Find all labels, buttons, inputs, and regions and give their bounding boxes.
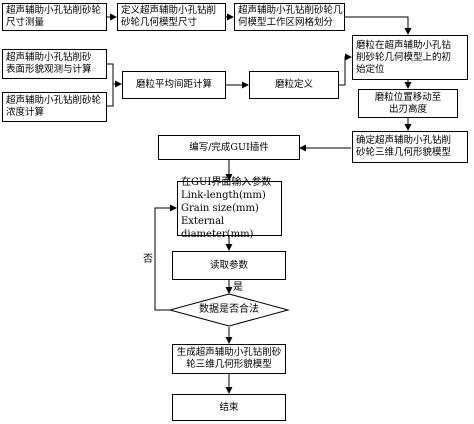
box-average-spacing-text: 磨粒平均间距计算	[135, 79, 212, 90]
connector-n5-merge	[107, 63, 114, 102]
box-gui-plugin-text: 编写/完成GUI插件	[189, 141, 269, 153]
box-gui-plugin: 编写/完成GUI插件	[158, 135, 300, 160]
box-mesh-division: 超声辅助小孔钻削砂轮几 何模型工作区网格划分	[234, 3, 345, 31]
box-input-parameters-text: 在GUI界面输入参数 Link-length(mm) Grain size(mm…	[181, 177, 272, 240]
box-generate-model-text: 生成超声辅助小孔钻削砂 轮三维几何形貌模型	[176, 347, 282, 370]
box-mesh-division-text: 超声辅助小孔钻削砂轮几 何模型工作区网格划分	[238, 5, 343, 28]
box-end: 结束	[172, 394, 286, 421]
box-concentration-calc: 超声辅助小孔钻削砂轮 浓度计算	[2, 92, 107, 122]
box-move-to-protrusion-text: 磨粒位置移动至 出刃高度	[374, 91, 442, 115]
arrow-n7-n4	[339, 53, 352, 86]
box-generate-model: 生成超声辅助小孔钻削砂 轮三维几何形貌模型	[172, 344, 286, 374]
box-read-parameters: 读取参数	[172, 251, 286, 280]
box-move-to-protrusion: 磨粒位置移动至 出刃高度	[358, 89, 458, 118]
box-average-spacing: 磨粒平均间距计算	[122, 71, 226, 99]
box-concentration-calc-text: 超声辅助小孔钻削砂轮 浓度计算	[6, 95, 102, 118]
box-wheel-size-measurement-text: 超声辅助小孔钻削砂轮 尺寸测量	[6, 5, 102, 28]
box-grain-definition: 磨粒定义	[249, 71, 339, 99]
box-grain-definition-text: 磨粒定义	[274, 79, 313, 90]
box-end-text: 结束	[219, 401, 239, 413]
label-yes: 是	[233, 282, 243, 293]
box-determine-3d-model-text: 确定超声辅助小孔钻削 砂轮三维几何形貌模型	[356, 135, 452, 158]
box-define-geometry-size: 定义超声辅助小孔钻削 砂轮几何模型尺寸	[117, 3, 226, 31]
arrow-n3-n4	[345, 16, 412, 35]
box-define-geometry-size-text: 定义超声辅助小孔钻削 砂轮几何模型尺寸	[121, 5, 217, 28]
connector-n9-merge	[107, 84, 114, 107]
box-initial-positioning: 磨粒在超声辅助小孔钻 削砂轮几何模型上的初 始定位	[352, 35, 468, 80]
box-determine-3d-model: 确定超声辅助小孔钻削 砂轮三维几何形貌模型	[352, 131, 468, 163]
box-read-parameters-text: 读取参数	[209, 259, 248, 271]
box-wheel-size-measurement: 超声辅助小孔钻削砂轮 尺寸测量	[2, 3, 107, 31]
arrow-no-loop	[154, 204, 177, 311]
box-surface-observation: 超声辅助小孔钻削砂 表面形貌观测与计算	[2, 49, 107, 79]
box-initial-positioning-text: 磨粒在超声辅助小孔钻 削砂轮几何模型上的初 始定位	[356, 39, 452, 75]
box-surface-observation-text: 超声辅助小孔钻削砂 表面形貌观测与计算	[6, 52, 92, 75]
box-input-parameters: 在GUI界面输入参数 Link-length(mm) Grain size(mm…	[177, 177, 282, 240]
decision-diamond	[168, 293, 290, 327]
decision-text: 数据是否合法	[199, 304, 259, 315]
label-no: 否	[143, 254, 153, 265]
